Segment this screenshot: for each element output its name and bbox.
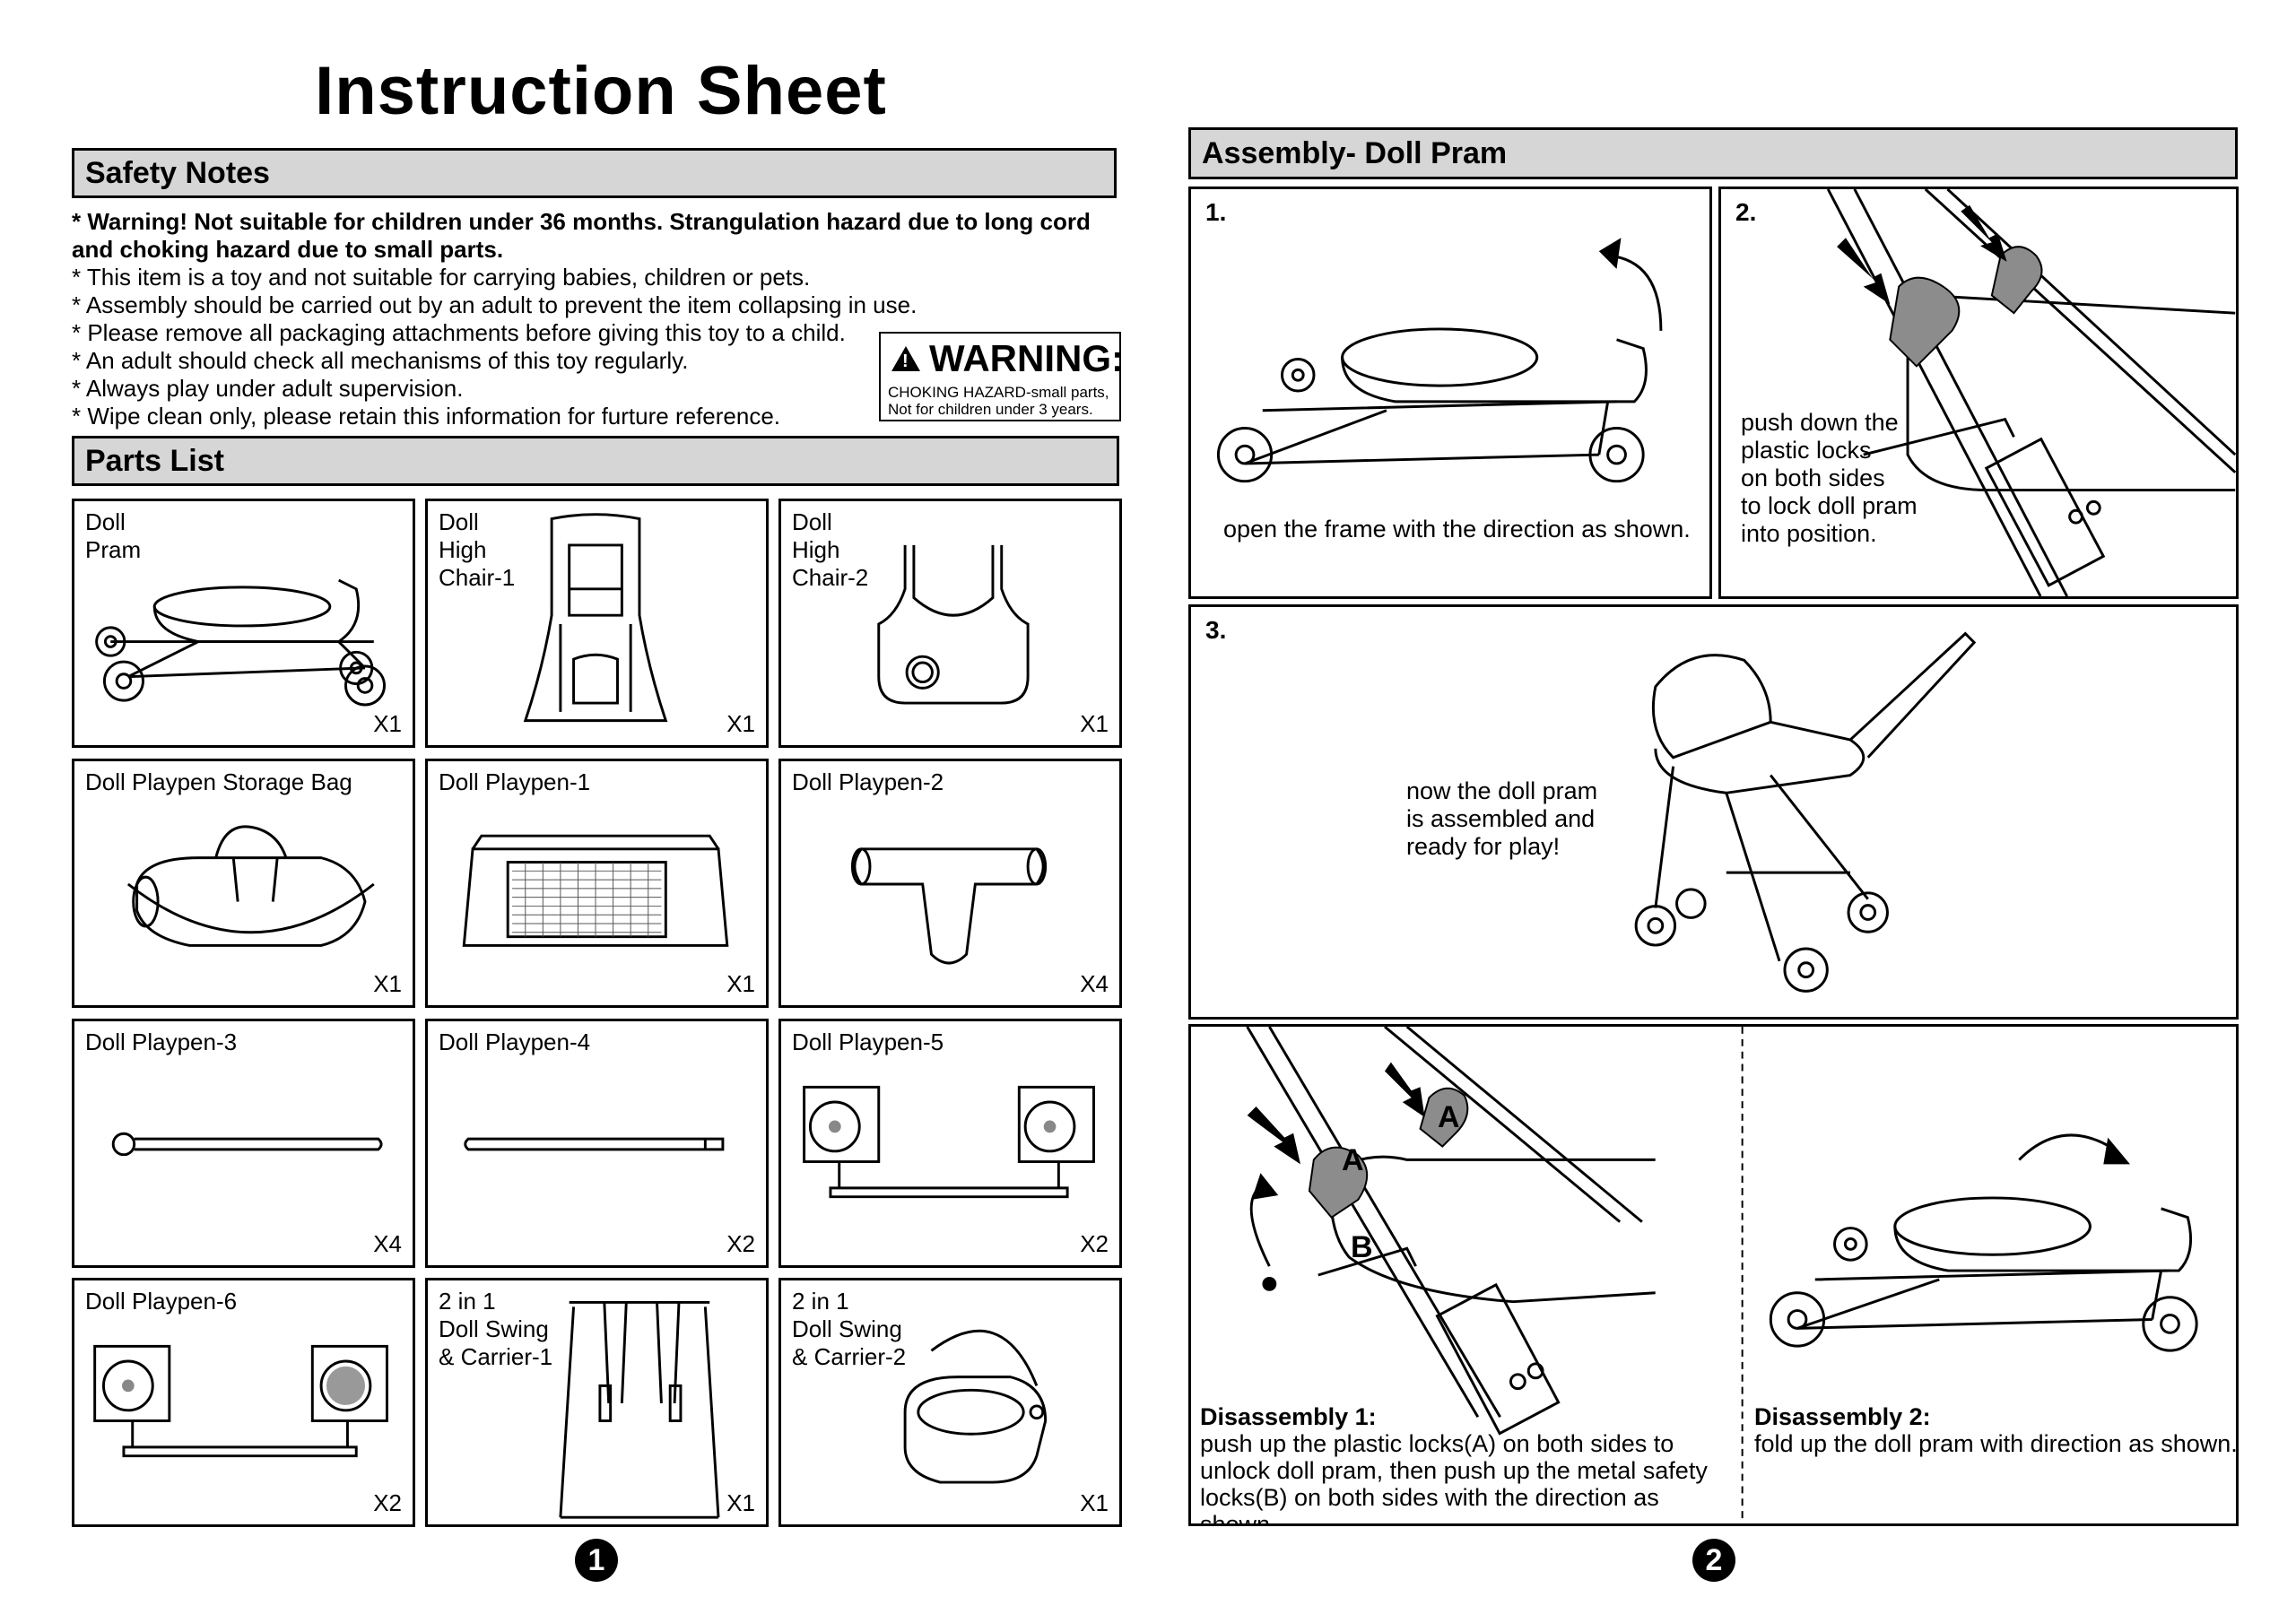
part-label: Doll Playpen-1 xyxy=(439,768,591,795)
step-text: push down the plastic locks on both side… xyxy=(1741,409,1918,547)
playpen-6-wheels-icon xyxy=(93,1344,388,1458)
part-card: Doll Playpen-4 X2 xyxy=(425,1019,769,1268)
part-card: 2 in 1 Doll Swing & Carrier-2 X1 xyxy=(778,1278,1122,1527)
part-card: 2 in 1 Doll Swing & Carrier-1 X1 xyxy=(425,1278,769,1527)
part-quantity: X1 xyxy=(1080,710,1109,737)
assembly-step-2: 2. push down the plastic locks on both s… xyxy=(1718,187,2239,599)
part-card: Doll High Chair-1 X1 xyxy=(425,499,769,748)
assembly-step-3: 3. now the doll pram is assembled and re… xyxy=(1188,604,2239,1020)
unfold-frame-illustration xyxy=(1216,238,1663,483)
playpen-5-wheels-icon xyxy=(803,1085,1095,1199)
part-label: Doll Playpen Storage Bag xyxy=(85,768,352,795)
part-label: 2 in 1 Doll Swing & Carrier-2 xyxy=(792,1288,907,1370)
part-card: Doll Playpen-1 X1 xyxy=(425,759,769,1008)
disassembly-panel: A A B Disassembly 1: push up the plastic… xyxy=(1188,1024,2239,1526)
storage-bag-icon xyxy=(126,825,375,947)
page-number-2: 2 xyxy=(1692,1539,1735,1582)
high-chair-1-icon xyxy=(523,513,668,723)
disassembly-2-body: fold up the doll pram with direction as … xyxy=(1754,1430,2238,1457)
part-label: Doll Playpen-2 xyxy=(792,768,944,795)
part-quantity: X1 xyxy=(726,1489,755,1516)
part-quantity: X1 xyxy=(373,970,402,997)
part-label: Doll High Chair-1 xyxy=(439,508,516,591)
part-card: Doll High Chair-2 X1 xyxy=(778,499,1122,748)
step-text: now the doll pram is assembled and ready… xyxy=(1406,777,1598,860)
part-quantity: X2 xyxy=(1080,1230,1109,1257)
step-text: open the frame with the direction as sho… xyxy=(1223,516,1691,542)
assembly-heading: Assembly- Doll Pram xyxy=(1188,127,2238,179)
parts-list-heading: Parts List xyxy=(72,436,1119,486)
part-quantity: X4 xyxy=(1080,970,1109,997)
part-card: Doll Playpen-3 X4 xyxy=(72,1019,415,1268)
part-quantity: X1 xyxy=(373,710,402,737)
page-number-1: 1 xyxy=(575,1539,618,1582)
part-quantity: X2 xyxy=(373,1489,402,1516)
playpen-4-rod-icon xyxy=(464,1137,725,1151)
step-number: 3. xyxy=(1205,616,1227,644)
disassembly-2-title: Disassembly 2: xyxy=(1754,1403,1931,1430)
part-card: Doll Playpen-5 X2 xyxy=(778,1019,1122,1268)
assembled-pram-illustration xyxy=(1634,631,1977,993)
disassembly-illustration xyxy=(1246,1027,2198,1523)
part-card: Doll Playpen-2 X4 xyxy=(778,759,1122,1008)
part-label: Doll Playpen-6 xyxy=(85,1288,238,1315)
part-label: Doll High Chair-2 xyxy=(792,508,869,591)
safety-note: * This item is a toy and not suitable fo… xyxy=(72,264,811,291)
page-title: Instruction Sheet xyxy=(315,53,887,129)
safety-note: * Wipe clean only, please retain this in… xyxy=(72,403,781,430)
part-quantity: X2 xyxy=(726,1230,755,1257)
warning-title: WARNING: xyxy=(929,337,1124,379)
part-label: Doll Playpen-4 xyxy=(439,1028,591,1055)
safety-note: * Always play under adult supervision. xyxy=(72,375,464,402)
playpen-3-rod-icon xyxy=(111,1132,383,1157)
part-label: Doll Pram xyxy=(85,508,142,563)
safety-note: * Assembly should be carried out by an a… xyxy=(72,291,918,318)
part-quantity: X4 xyxy=(373,1230,402,1257)
step-number: 2. xyxy=(1735,198,1757,226)
part-card: Doll Playpen Storage Bag X1 xyxy=(72,759,415,1008)
safety-warning: * Warning! Not suitable for children und… xyxy=(72,208,1091,263)
playpen-1-icon xyxy=(462,834,729,947)
choking-warning-box: ! WARNING: CHOKING HAZARD-small parts, N… xyxy=(879,332,1124,421)
warning-triangle-icon: ! xyxy=(891,346,920,371)
doll-pram-icon xyxy=(95,578,387,707)
high-chair-2-icon xyxy=(877,544,1030,705)
disassembly-1-body: push up the plastic locks(A) on both sid… xyxy=(1200,1430,1708,1526)
safety-note: * Please remove all packaging attachment… xyxy=(72,319,846,346)
lock-label-b: B xyxy=(1351,1230,1373,1264)
lock-label-a-rear: A xyxy=(1438,1100,1460,1134)
safety-notes: * Warning! Not suitable for children und… xyxy=(72,208,1112,430)
disassembly-1-title: Disassembly 1: xyxy=(1200,1403,1377,1430)
playpen-2-connector-icon xyxy=(850,847,1048,965)
disassembly-1-text: Disassembly 1: push up the plastic locks… xyxy=(1200,1403,1738,1526)
warning-text: CHOKING HAZARD-small parts, Not for chil… xyxy=(888,384,1109,418)
safety-note: * An adult should check all mechanisms o… xyxy=(72,347,689,374)
carrier-basket-icon xyxy=(903,1329,1048,1484)
part-label: Doll Playpen-5 xyxy=(792,1028,944,1055)
safety-notes-heading: Safety Notes xyxy=(72,148,1117,198)
part-label: 2 in 1 Doll Swing & Carrier-1 xyxy=(439,1288,553,1370)
part-card: Doll Pram X1 xyxy=(72,499,415,748)
part-label: Doll Playpen-3 xyxy=(85,1028,238,1055)
lock-label-a: A xyxy=(1342,1143,1364,1177)
assembly-step-1: 1. open the frame with the direction as … xyxy=(1188,187,1712,599)
step-number: 1. xyxy=(1205,198,1227,226)
part-quantity: X1 xyxy=(726,970,755,997)
disassembly-2-text: Disassembly 2: fold up the doll pram wit… xyxy=(1754,1403,2238,1457)
part-card: Doll Playpen-6 X2 xyxy=(72,1278,415,1527)
part-quantity: X1 xyxy=(726,710,755,737)
swing-frame-icon xyxy=(559,1300,720,1519)
part-quantity: X1 xyxy=(1080,1489,1109,1516)
lock-frame-illustration xyxy=(1826,189,2236,596)
